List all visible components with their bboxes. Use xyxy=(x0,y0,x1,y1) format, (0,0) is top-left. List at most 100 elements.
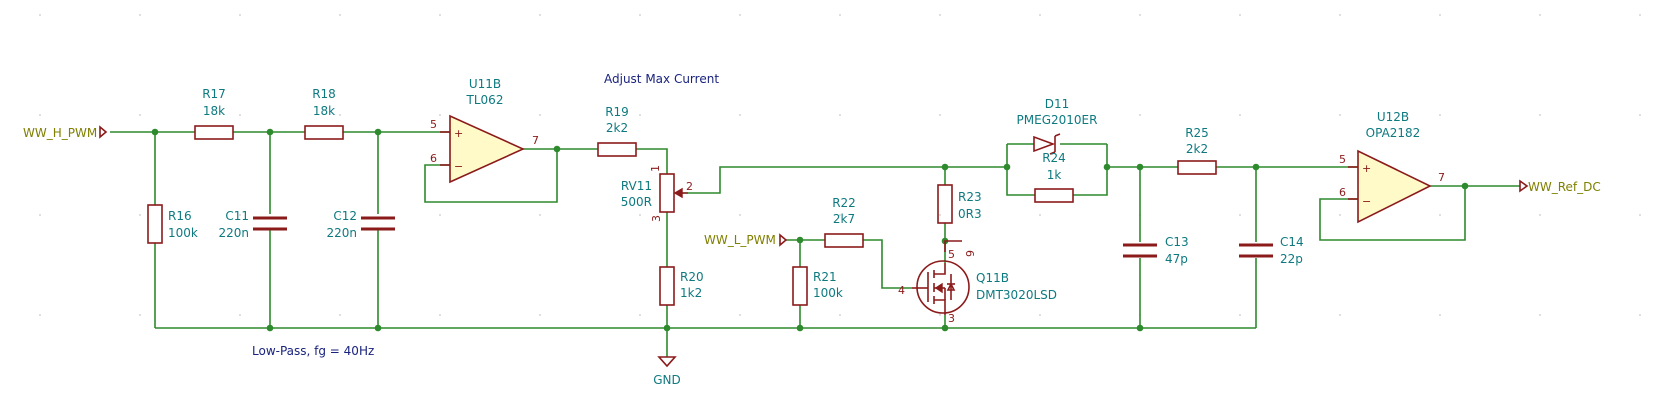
resistor-r22: R22 2k7 xyxy=(824,196,864,248)
grid-dot xyxy=(839,314,841,316)
junction-dot xyxy=(663,324,671,332)
grid-dot xyxy=(139,314,141,316)
wiper-arrow xyxy=(673,187,683,199)
ground-triangle xyxy=(657,356,677,368)
potentiometer-rv11: 2 1 3 RV11 500R xyxy=(621,165,693,222)
net-label-ww-l-pwm-text: WW_L_PWM xyxy=(704,233,776,247)
resistor-r24: R24 1k xyxy=(1034,151,1074,203)
resistor-body xyxy=(147,204,163,244)
r18-ref: R18 xyxy=(312,87,336,101)
grid-dot xyxy=(439,314,441,316)
note-adjust-max-current: Adjust Max Current xyxy=(604,72,719,86)
junction-dot xyxy=(1103,163,1111,171)
grid-dot xyxy=(939,114,941,116)
net-label-ww-h-pwm-text: WW_H_PWM xyxy=(23,126,97,140)
grid-dot xyxy=(139,214,141,216)
wire-d11-r24-left xyxy=(1006,144,1035,196)
net-label-ww-h-pwm: WW_H_PWM xyxy=(23,125,108,140)
grid-dot xyxy=(1339,114,1341,116)
grid-dot xyxy=(539,314,541,316)
grid-dot xyxy=(239,314,241,316)
grid-dot xyxy=(239,214,241,216)
junction-dot xyxy=(374,324,382,332)
u11b-value: TL062 xyxy=(466,93,504,107)
capacitor-c11: C11 220n xyxy=(218,209,287,240)
gnd-label: GND xyxy=(653,373,681,387)
grid-dot xyxy=(139,14,141,16)
u12b-pin-7: 7 xyxy=(1438,171,1445,184)
resistor-body xyxy=(1177,160,1217,175)
grid-dot xyxy=(1639,214,1641,216)
grid-dot xyxy=(1139,114,1141,116)
ground-symbol: GND xyxy=(653,356,681,387)
junction-dot xyxy=(1252,163,1260,171)
grid-dot xyxy=(839,14,841,16)
grid-dot xyxy=(1239,214,1241,216)
q11b-pin-4: 4 xyxy=(898,284,905,297)
grid-dot xyxy=(1539,114,1541,116)
r25-value: 2k2 xyxy=(1186,142,1208,156)
c11-value: 220n xyxy=(218,226,249,240)
u12b-pin-5: 5 xyxy=(1339,153,1346,166)
c12-value: 220n xyxy=(326,226,357,240)
resistor-body xyxy=(659,266,675,306)
grid-dot xyxy=(839,114,841,116)
grid-dot xyxy=(1039,14,1041,16)
diode-bar-tail xyxy=(1049,151,1056,155)
grid-dot xyxy=(439,114,441,116)
r23-value: 0R3 xyxy=(958,207,982,221)
grid-dot xyxy=(739,114,741,116)
u12b-plus-symbol: + xyxy=(1362,162,1371,175)
diode-bar-tail xyxy=(1054,133,1061,137)
resistor-r16: R16 100k xyxy=(147,204,198,244)
d11-ref: D11 xyxy=(1045,97,1070,111)
grid-dot xyxy=(339,214,341,216)
grid-dot xyxy=(139,114,141,116)
resistor-r20: R20 1k2 xyxy=(659,266,704,306)
grid-dot xyxy=(1339,314,1341,316)
r19-ref: R19 xyxy=(605,105,629,119)
junction-dot xyxy=(266,324,274,332)
junction-dot xyxy=(941,324,949,332)
u11b-plus-symbol: + xyxy=(454,127,463,140)
wire-u12-feedback xyxy=(1319,186,1466,241)
u12b-ref: U12B xyxy=(1377,110,1409,124)
resistor-r23: R23 0R3 xyxy=(937,184,982,224)
grid-dot xyxy=(739,14,741,16)
junction-dot xyxy=(796,236,804,244)
grid-dot xyxy=(639,314,641,316)
wires xyxy=(110,131,1520,357)
grid-dot xyxy=(1039,114,1041,116)
resistor-body xyxy=(194,125,234,140)
junctions xyxy=(151,128,1469,332)
grid-dot xyxy=(1439,114,1441,116)
wire-d11-r24-right xyxy=(1073,144,1108,196)
r17-value: 18k xyxy=(203,104,225,118)
grid-dot xyxy=(639,214,641,216)
grid-dot xyxy=(1239,14,1241,16)
grid-dot xyxy=(639,14,641,16)
u12b-value: OPA2182 xyxy=(1366,126,1421,140)
resistor-body xyxy=(1034,188,1074,203)
r20-ref: R20 xyxy=(680,270,704,284)
resistor-r19: R19 2k2 xyxy=(597,105,637,157)
junction-dot xyxy=(266,128,274,136)
grid-dot xyxy=(1239,314,1241,316)
r22-value: 2k7 xyxy=(833,212,855,226)
junction-dot xyxy=(374,128,382,136)
grid-dot xyxy=(1239,114,1241,116)
grid-dot xyxy=(439,214,441,216)
wire-wiper-node xyxy=(676,166,945,194)
q11b-pin-3: 3 xyxy=(948,312,955,325)
grid-dot xyxy=(939,14,941,16)
grid-dot xyxy=(1139,14,1141,16)
wire-r22-gate xyxy=(863,239,912,289)
grid-dot xyxy=(339,14,341,16)
grid-dot xyxy=(539,214,541,216)
rv11-value: 500R xyxy=(621,195,652,209)
grid-dot xyxy=(339,314,341,316)
grid-dot xyxy=(1539,214,1541,216)
grid-dot xyxy=(1539,314,1541,316)
junction-dot xyxy=(151,128,159,136)
